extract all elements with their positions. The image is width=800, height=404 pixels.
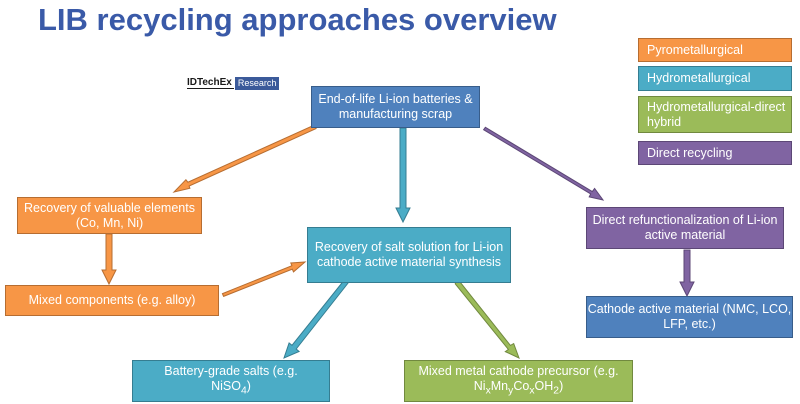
brand-tag: Research	[234, 76, 280, 90]
formula-subscript: 2	[553, 385, 560, 397]
node-mixed-metal-precursor-text: Mixed metal cathode precursor (e.g. NixM…	[418, 364, 618, 399]
arrow-source-to-direct	[482, 126, 605, 201]
legend-hybrid: Hydrometallurgical-direct hybrid	[638, 96, 792, 133]
formula-part: Co	[513, 378, 530, 393]
arrow-mixed-to-salt	[221, 261, 307, 298]
arrow-source-to-recovery	[172, 124, 317, 193]
arrow-salt-to-precursor	[454, 278, 520, 359]
legend-pyrometallurgical-label: Pyrometallurgical	[647, 42, 743, 57]
formula-part: Mn	[490, 378, 509, 393]
node-recovery-elements-label: Recovery of valuable elements (Co, Mn, N…	[24, 200, 195, 230]
legend-direct-recycling-label: Direct recycling	[647, 145, 733, 160]
legend-hydrometallurgical: Hydrometallurgical	[638, 66, 792, 91]
legend-direct-recycling: Direct recycling	[638, 141, 792, 165]
idtechex-logo: IDTechEx Research	[187, 76, 280, 90]
formula-part: )	[246, 378, 251, 393]
node-battery-grade-salts-text: Battery-grade salts (e.g. NiSO4)	[164, 364, 297, 399]
node-salt-solution: Recovery of salt solution for Li-ion cat…	[307, 227, 511, 283]
node-mixed-components-label: Mixed components (e.g. alloy)	[28, 293, 196, 307]
formula-part: NiSO	[211, 378, 241, 393]
formula-subscript: x	[529, 385, 535, 397]
legend-hybrid-label: Hydrometallurgical-direct hybrid	[647, 99, 786, 129]
precursor-formula: NixMnyCoxOH2)	[473, 378, 564, 397]
page-title: LIB recycling approaches overview	[38, 2, 557, 37]
node-battery-grade-salts: Battery-grade salts (e.g. NiSO4)	[132, 360, 330, 402]
node-mixed-metal-precursor: Mixed metal cathode precursor (e.g. NixM…	[404, 360, 633, 402]
legend-pyrometallurgical: Pyrometallurgical	[638, 38, 792, 62]
formula-part: Ni	[473, 378, 486, 393]
formula-subscript: 4	[240, 385, 247, 397]
node-recovery-elements: Recovery of valuable elements (Co, Mn, N…	[17, 197, 202, 234]
node-battery-grade-salts-label: Battery-grade salts (e.g.	[164, 363, 298, 378]
node-direct-refunctionalization-label: Direct refunctionalization of Li-ion act…	[592, 213, 778, 242]
salt-formula: NiSO4)	[211, 378, 251, 397]
node-source-label: End-of-life Li-ion batteries & manufactu…	[318, 92, 473, 121]
node-mixed-metal-precursor-label: Mixed metal cathode precursor (e.g.	[418, 363, 619, 378]
node-salt-solution-label: Recovery of salt solution for Li-ion cat…	[314, 240, 504, 269]
legend-hydrometallurgical-label: Hydrometallurgical	[647, 71, 751, 85]
arrow-direct-to-cathode	[679, 249, 695, 298]
formula-part: )	[559, 378, 564, 393]
arrow-recovery-to-mixed	[101, 233, 117, 286]
formula-subscript: y	[508, 385, 514, 397]
formula-subscript: x	[485, 385, 491, 397]
node-source: End-of-life Li-ion batteries & manufactu…	[311, 86, 480, 128]
node-cathode-active-material-label: Cathode active material (NMC, LCO, LFP, …	[587, 302, 792, 331]
brand-name: IDTechEx	[187, 77, 234, 89]
node-direct-refunctionalization: Direct refunctionalization of Li-ion act…	[586, 207, 784, 249]
formula-part: OH	[534, 378, 554, 393]
arrow-salt-to-salts	[283, 278, 350, 359]
arrow-source-to-salt	[395, 127, 411, 224]
node-cathode-active-material: Cathode active material (NMC, LCO, LFP, …	[586, 296, 793, 338]
node-mixed-components: Mixed components (e.g. alloy)	[5, 285, 219, 316]
